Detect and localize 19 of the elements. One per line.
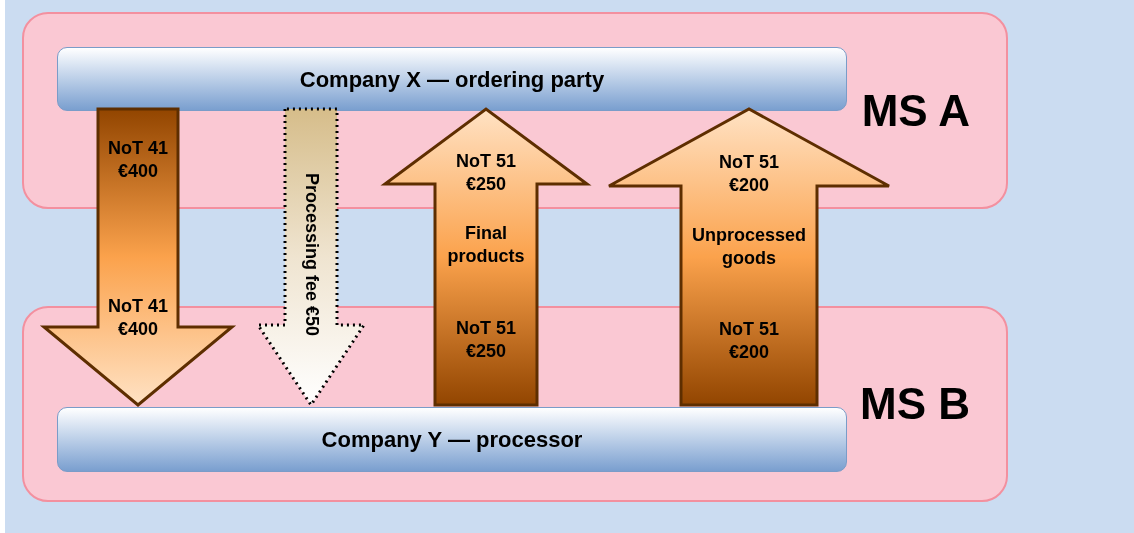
region-label: MS A [861, 88, 970, 133]
amount-label: NoT 51 €200 [718, 318, 780, 364]
amount-label: NoT 51 €250 [455, 317, 517, 363]
company-box [57, 47, 847, 111]
edge-label: Unprocessed goods [690, 224, 807, 270]
company-box [57, 407, 847, 472]
amount-label: NoT 51 €250 [455, 150, 517, 196]
edge-label: Final products [446, 222, 526, 268]
block-arrow [39, 107, 237, 407]
dotted-block-arrow [255, 107, 367, 408]
block-arrow [380, 107, 592, 407]
region-label: MS B [860, 382, 970, 426]
amount-label: NoT 51 €200 [718, 151, 780, 197]
company-label: Company Y — processor [321, 426, 583, 454]
block-arrow [607, 107, 891, 407]
amount-label: NoT 41 €400 [107, 295, 169, 341]
company-label: Company X — ordering party [299, 65, 605, 94]
edge-label: Processing fee €50 [300, 171, 323, 339]
edge-label: NoT 41 €400 [107, 137, 169, 183]
